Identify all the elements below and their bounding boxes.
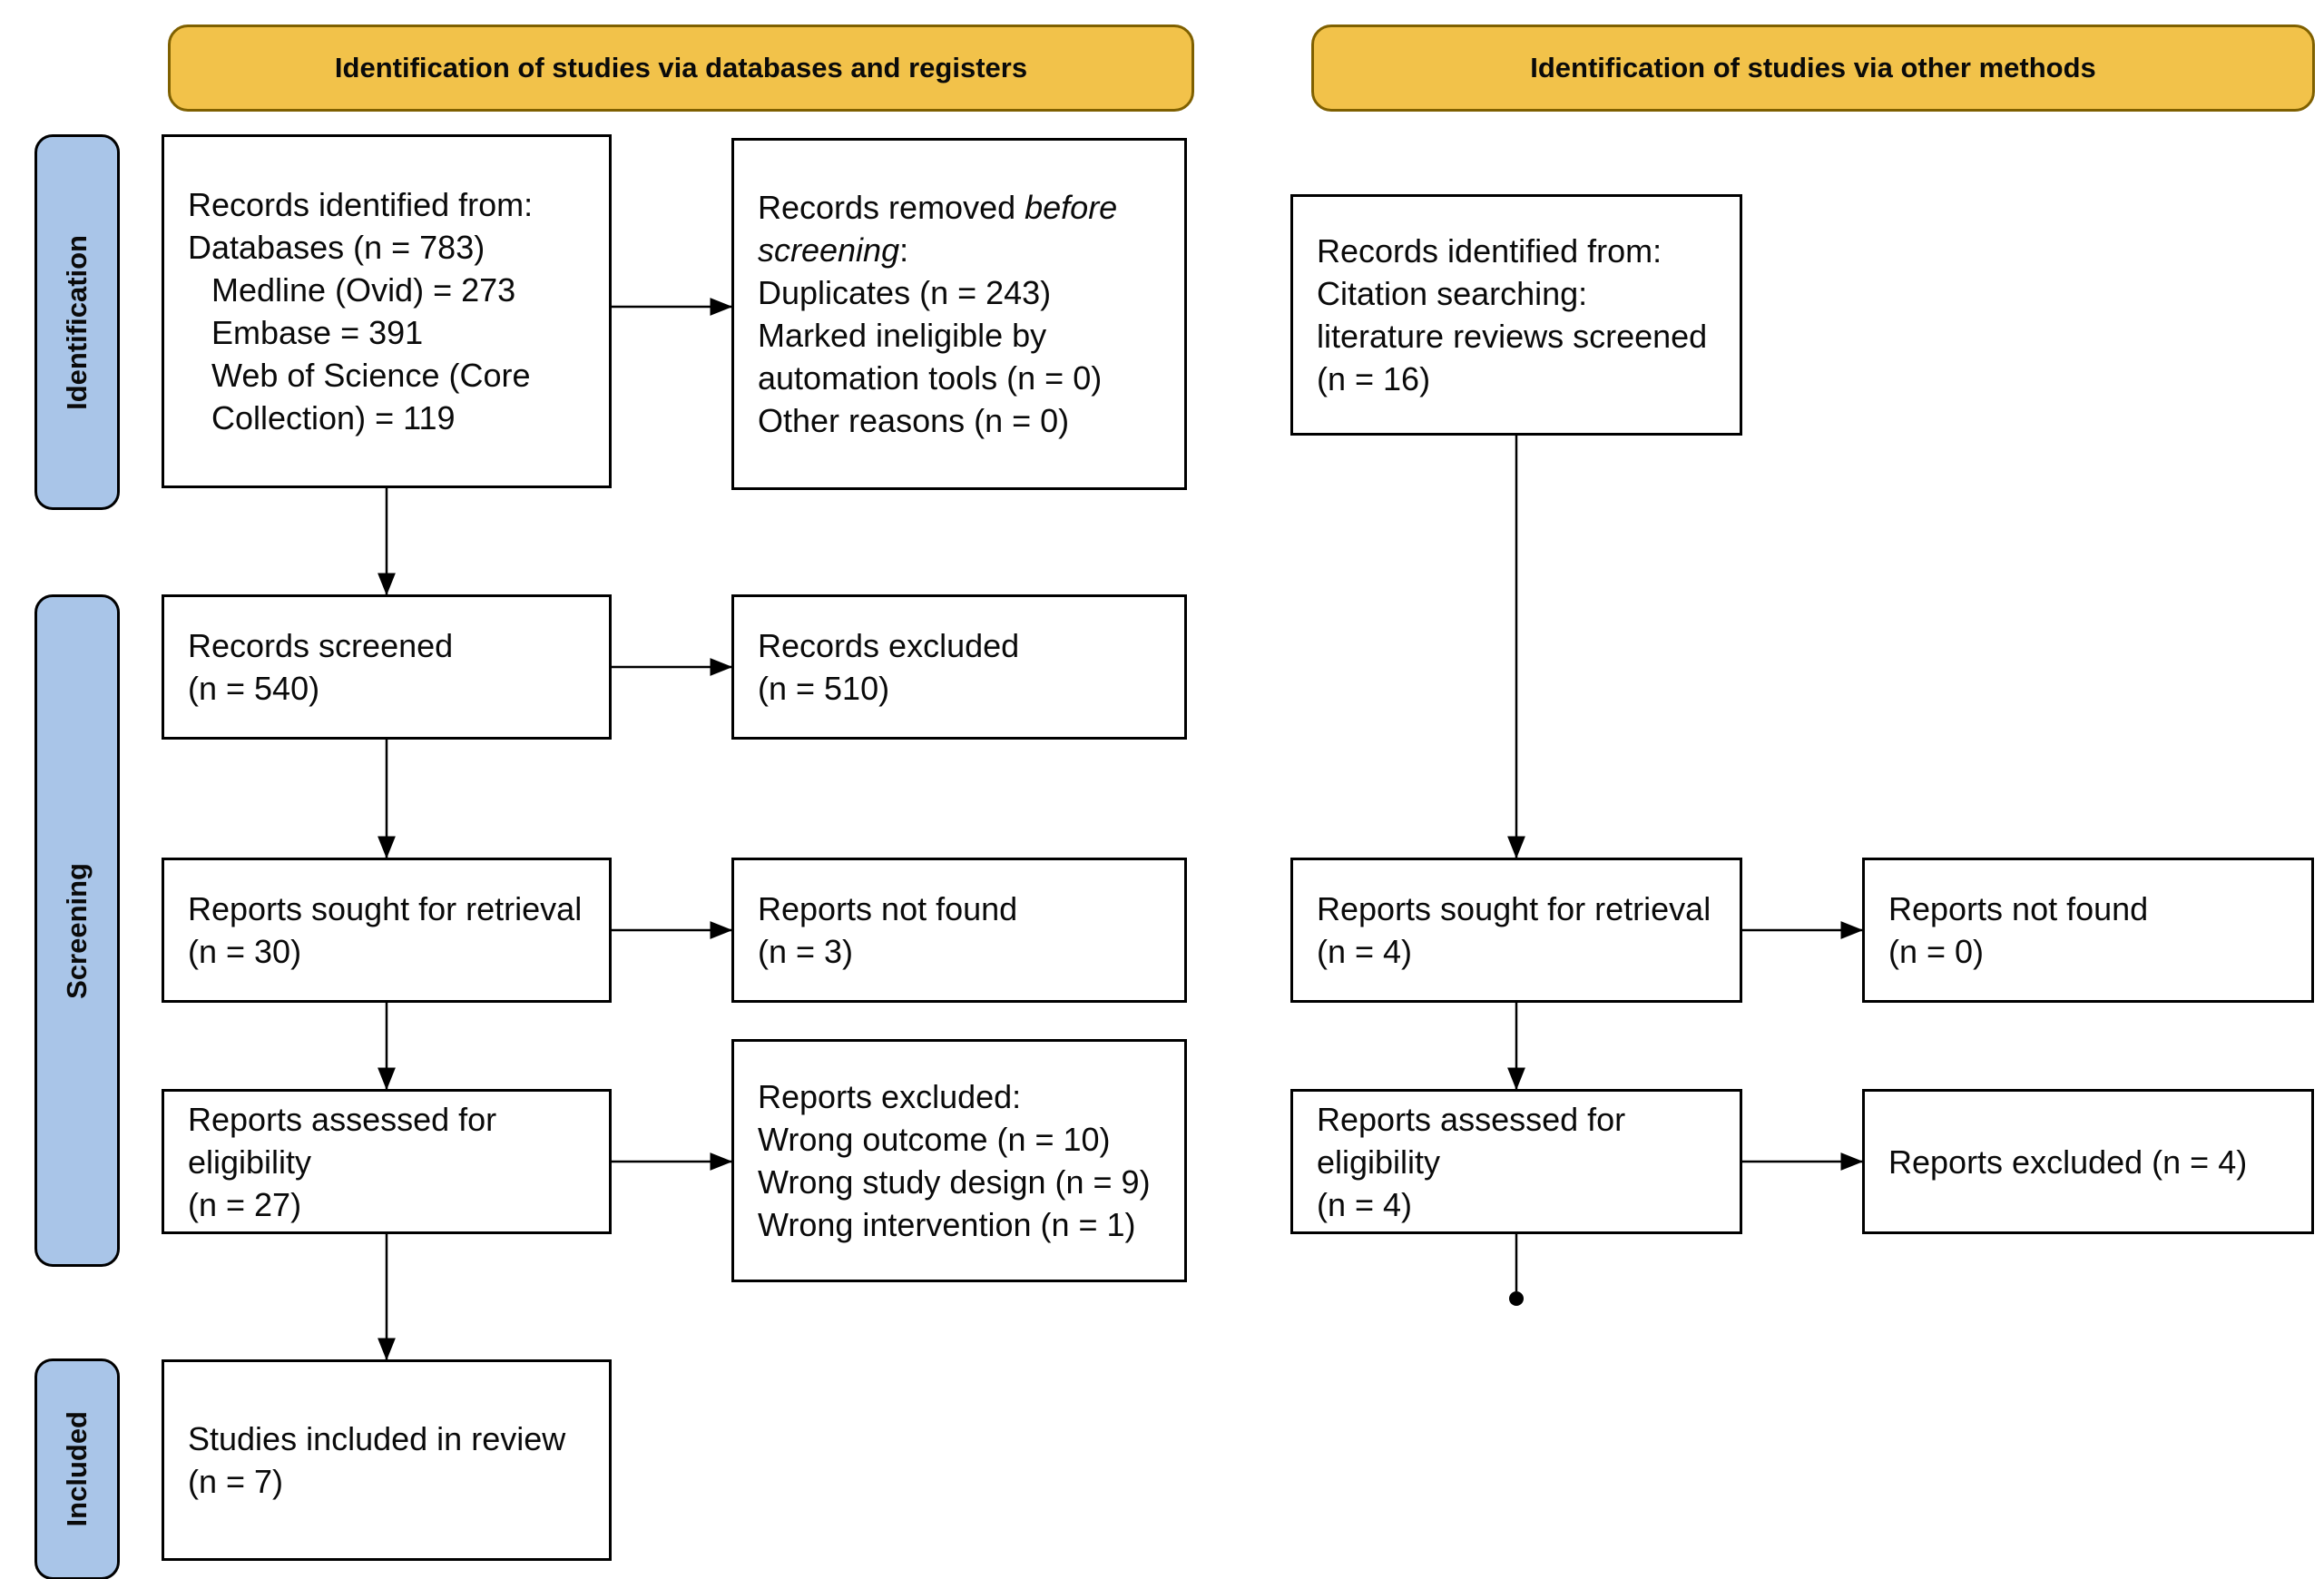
text-segment: : (899, 231, 909, 269)
stage-ribbon-screening: Screening (34, 594, 120, 1267)
text-line: (n = 7) (188, 1463, 284, 1500)
banner-databases-registers: Identification of studies via databases … (168, 25, 1194, 112)
text-line: Records screened (188, 627, 454, 664)
box-records-removed: Records removed before screening: Duplic… (731, 138, 1187, 490)
text-line: Reports sought for retrieval (1317, 890, 1711, 927)
box-text: Reports assessed for eligibility (n = 4) (1317, 1098, 1725, 1226)
text-line: Wrong intervention (n = 1) (758, 1206, 1136, 1243)
box-text: Reports not found (n = 3) (758, 888, 1170, 973)
text-line: Records identified from: (188, 186, 534, 223)
text-line: literature reviews screened (1317, 318, 1708, 355)
text-line: (n = 0) (1888, 933, 1985, 970)
box-records-screened: Records screened (n = 540) (162, 594, 612, 740)
text-line: Databases (n = 783) (188, 229, 485, 266)
text-line: Reports excluded: (758, 1078, 1022, 1115)
box-right-reports-excluded: Reports excluded (n = 4) (1862, 1089, 2314, 1234)
text-line: Duplicates (n = 243) (758, 274, 1052, 311)
box-text: Reports sought for retrieval (n = 30) (188, 888, 594, 973)
text-line: screening: (758, 229, 1170, 271)
terminator-dot (1509, 1291, 1524, 1306)
text-line: Reports not found (1888, 890, 2149, 927)
box-records-excluded: Records excluded (n = 510) (731, 594, 1187, 740)
stage-ribbon-identification: Identification (34, 134, 120, 510)
text-line: (n = 3) (758, 933, 854, 970)
text-line: (n = 16) (1317, 360, 1431, 397)
text-line: Wrong outcome (n = 10) (758, 1121, 1111, 1158)
stage-label: Included (61, 1411, 93, 1527)
box-right-reports-sought: Reports sought for retrieval (n = 4) (1290, 858, 1742, 1003)
stage-label: Identification (61, 234, 93, 410)
box-text: Reports not found (n = 0) (1888, 888, 2297, 973)
text-line: Reports not found (758, 890, 1018, 927)
text-line: Records excluded (758, 627, 1020, 664)
text-line: Reports assessed for (188, 1100, 497, 1138)
box-studies-included: Studies included in review (n = 7) (162, 1359, 612, 1561)
box-text: Records excluded (n = 510) (758, 624, 1170, 710)
box-text: Studies included in review (n = 7) (188, 1417, 594, 1503)
box-text: Reports excluded: Wrong outcome (n = 10)… (758, 1075, 1170, 1246)
box-text: Reports assessed for eligibility (n = 27… (188, 1098, 594, 1226)
box-records-identified-citation: Records identified from: Citation search… (1290, 194, 1742, 436)
banner-other-methods: Identification of studies via other meth… (1311, 25, 2315, 112)
box-text: Records identified from: Citation search… (1317, 230, 1725, 400)
text-line: (n = 4) (1317, 1185, 1413, 1223)
text-line: Embase = 391 (211, 314, 424, 351)
text-line: eligibility (188, 1143, 312, 1181)
text-segment-italic: before (1025, 189, 1118, 226)
box-records-identified-databases: Records identified from: Databases (n = … (162, 134, 612, 488)
text-line: Reports assessed for (1317, 1100, 1626, 1138)
box-reports-excluded-reasons: Reports excluded: Wrong outcome (n = 10)… (731, 1039, 1187, 1282)
text-line: Records identified from: (1317, 232, 1662, 270)
text-line: automation tools (n = 0) (758, 359, 1103, 397)
box-text: Reports sought for retrieval (n = 4) (1317, 888, 1725, 973)
text-line: Citation searching: (1317, 275, 1588, 312)
text-line: (n = 27) (188, 1185, 302, 1223)
text-line: Other reasons (n = 0) (758, 402, 1070, 439)
text-line: Records removed before (758, 186, 1170, 229)
text-line: eligibility (1317, 1143, 1441, 1181)
box-text: Records removed before screening: Duplic… (758, 186, 1170, 442)
box-reports-not-found: Reports not found (n = 3) (731, 858, 1187, 1003)
box-text: Records identified from: Databases (n = … (188, 183, 594, 439)
banner-label: Identification of studies via databases … (334, 52, 1028, 83)
stage-label: Screening (61, 862, 93, 999)
text-line: (n = 4) (1317, 933, 1413, 970)
text-line: Wrong study design (n = 9) (758, 1163, 1151, 1201)
stage-ribbon-included: Included (34, 1358, 120, 1579)
box-right-reports-assessed: Reports assessed for eligibility (n = 4) (1290, 1089, 1742, 1234)
text-line: Medline (Ovid) = 273 (211, 271, 516, 309)
text-line: Web of Science (Core (211, 357, 531, 394)
box-text: Reports excluded (n = 4) (1888, 1141, 2297, 1183)
box-reports-assessed: Reports assessed for eligibility (n = 27… (162, 1089, 612, 1234)
text-line: Marked ineligible by (758, 317, 1047, 354)
box-reports-sought: Reports sought for retrieval (n = 30) (162, 858, 612, 1003)
text-line: Reports sought for retrieval (188, 890, 583, 927)
text-segment: Records removed (758, 189, 1025, 226)
text-line: Collection) = 119 (211, 399, 456, 436)
box-right-reports-not-found: Reports not found (n = 0) (1862, 858, 2314, 1003)
text-line: (n = 510) (758, 670, 890, 707)
box-text: Records screened (n = 540) (188, 624, 594, 710)
banner-label: Identification of studies via other meth… (1530, 52, 2096, 83)
text-line: (n = 540) (188, 670, 320, 707)
text-line: Studies included in review (188, 1420, 566, 1457)
text-line: (n = 30) (188, 933, 302, 970)
text-line: Reports excluded (n = 4) (1888, 1143, 2248, 1181)
text-segment-italic: screening (758, 231, 900, 269)
